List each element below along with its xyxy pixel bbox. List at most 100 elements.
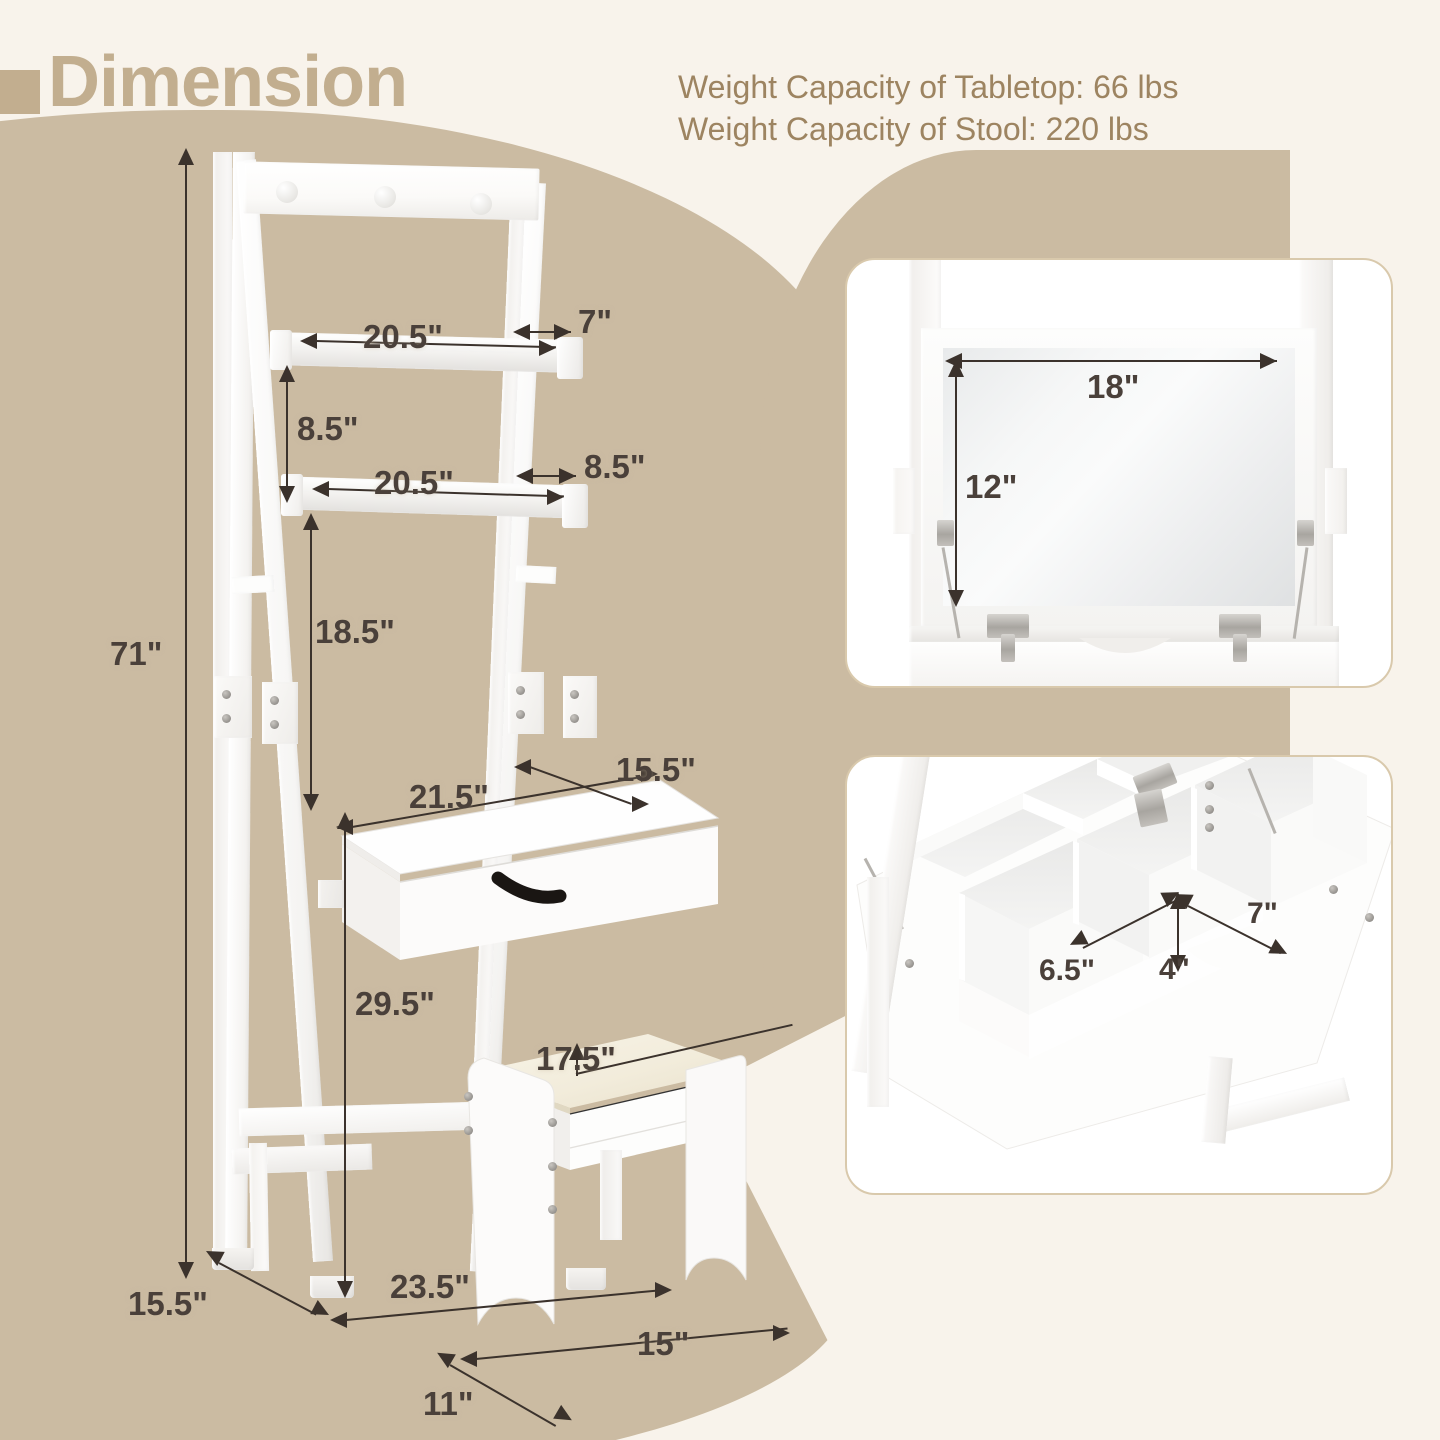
- arrowhead-71-bottom: [178, 1262, 194, 1279]
- screw-right-4: [570, 714, 579, 723]
- arrowhead-top-w-right: [641, 766, 658, 782]
- bracket-plate-right-2: [563, 676, 597, 738]
- desk-tabletop-surface: [340, 779, 720, 882]
- ladder-rung-upper: [231, 574, 275, 595]
- lower-shelf-right-cap: [562, 484, 588, 528]
- dimension-base-width: 23.5": [390, 1268, 470, 1305]
- stool-screw-1: [464, 1092, 473, 1101]
- arrowhead-gap-bottom: [279, 486, 295, 503]
- arrowhead-shelf1-d-right: [554, 324, 571, 340]
- storage-detail-card: 6.5" 4" 7": [845, 755, 1393, 1195]
- arrowhead-stool-w-left: [460, 1351, 477, 1367]
- bracket-plate-left: [214, 676, 252, 738]
- desk-left-side-panel: [318, 880, 346, 908]
- dimension-compartment-width: 6.5": [1039, 954, 1095, 987]
- arrowhead-comp-d-top: [1170, 892, 1186, 909]
- arrowhead-stool-w-right: [773, 1325, 790, 1341]
- upper-shelf-right-cap: [557, 337, 583, 379]
- stool-inner-leg: [600, 1150, 622, 1240]
- dimension-shelf-gap: 8.5": [297, 410, 359, 447]
- screw-left-3: [270, 696, 279, 705]
- dimension-stool-width: 15": [637, 1325, 690, 1362]
- dimension-total-height: 71": [110, 635, 163, 672]
- arrowline-desk-h: [344, 827, 347, 1287]
- header: Dimension Weight Capacity of Tabletop: 6…: [0, 26, 1440, 147]
- arrowhead-mirror-h-bottom: [948, 590, 964, 607]
- dimension-lower-shelf-width: 20.5": [374, 464, 454, 501]
- drawer-notch-icon: [1079, 638, 1171, 653]
- arrowhead-comp-d-bottom: [1170, 955, 1186, 972]
- mirror-hinge-right-arm: [1233, 634, 1247, 662]
- arrowhead-shelf1-w-left: [300, 333, 317, 349]
- hook-knob-2: [374, 186, 396, 208]
- screw-right-2: [516, 710, 525, 719]
- screw-left-1: [222, 690, 231, 699]
- arrowhead-71-top: [178, 148, 194, 165]
- arrowline-mirror-w: [961, 360, 1277, 363]
- stool-right-side-panel: [685, 1055, 747, 1281]
- storage-screw-7: [905, 959, 914, 968]
- dimension-upper-shelf-width: 20.5": [363, 318, 443, 355]
- dimension-compartment-depth: 4": [1159, 953, 1190, 986]
- arrowhead-mirror-w-right: [1260, 353, 1277, 369]
- dimension-base-depth: 15.5": [128, 1285, 208, 1322]
- arrowline-mirror-h: [955, 375, 958, 590]
- desk-drawer-front: [342, 825, 719, 960]
- dimension-stool-depth: 11": [423, 1385, 474, 1422]
- arrowhead-under-bottom: [303, 794, 319, 811]
- mirror-detail-card: 18" 12": [845, 258, 1393, 688]
- arrowhead-desk-h-bottom: [337, 1281, 353, 1298]
- foot-front-right: [566, 1268, 606, 1290]
- stool-screw-4: [548, 1162, 557, 1171]
- storage-screw-1: [1205, 781, 1214, 790]
- arrowhead-shelf2-d-left: [516, 468, 533, 484]
- stool-screw-3: [548, 1118, 557, 1127]
- stool-screw-5: [548, 1205, 557, 1214]
- screw-right-3: [570, 690, 579, 699]
- screw-left-4: [270, 720, 279, 729]
- arrowhead-base-w-right: [655, 1282, 672, 1298]
- ladder-rung-right-upper: [515, 564, 557, 585]
- arrowhead-shelf2-w-left: [312, 481, 329, 497]
- dimension-mirror-height: 12": [965, 468, 1018, 505]
- capacity-line-tabletop: Weight Capacity of Tabletop: 66 lbs: [678, 69, 1179, 105]
- dimension-under-shelf-height: 18.5": [315, 613, 395, 650]
- dimension-tabletop-depth: 15.5": [616, 751, 696, 788]
- weight-capacity-block: Weight Capacity of Tabletop: 66 lbs Weig…: [678, 66, 1178, 150]
- storage-box-illustration: [856, 757, 1391, 1150]
- mirror-glass: [943, 348, 1295, 606]
- bracket-plate-right: [508, 672, 544, 734]
- screw-right-1: [516, 686, 525, 695]
- dimension-desk-height: 29.5": [355, 985, 435, 1022]
- arrowhead-top-d-right: [632, 796, 649, 812]
- capacity-line-stool: Weight Capacity of Stool: 220 lbs: [678, 111, 1149, 148]
- arrowhead-shelf1-d-left: [513, 324, 530, 340]
- arrowline-under: [310, 528, 313, 800]
- arrowline-shelf1-d: [529, 331, 571, 334]
- screw-left-2: [222, 714, 231, 723]
- storage-screw-2: [1205, 805, 1214, 814]
- arrowhead-under-top: [303, 513, 319, 530]
- dimension-tabletop-width: 21.5": [409, 778, 489, 815]
- storage-screw-5: [1365, 913, 1374, 922]
- storage-screw-4: [1329, 885, 1338, 894]
- page-title: Dimension: [48, 42, 408, 122]
- arrowhead-desk-h-top: [337, 812, 353, 829]
- upper-shelf-left-cap: [270, 330, 292, 370]
- dimension-compartment-long: 7": [1247, 897, 1278, 930]
- arrowline-shelf2-d: [532, 475, 576, 478]
- dimension-stool-seat-depth: 17.5": [536, 1040, 616, 1077]
- arrowline-comp-d: [1177, 907, 1180, 959]
- arrowhead-base-w-left: [330, 1312, 347, 1328]
- hook-knob-1: [276, 181, 298, 203]
- dimension-lower-shelf-depth: 8.5": [584, 448, 646, 485]
- mirror-card-right-bracket: [1325, 468, 1347, 534]
- arrowhead-mirror-h-top: [948, 360, 964, 377]
- stool-left-side-panel: [467, 1057, 555, 1326]
- stool-screw-2: [464, 1126, 473, 1135]
- arrowline-gap: [286, 380, 289, 492]
- mirror-card-left-bracket: [893, 468, 915, 534]
- arrowhead-top-d-left: [514, 759, 531, 775]
- arrowhead-stool-sd-top: [569, 1043, 585, 1060]
